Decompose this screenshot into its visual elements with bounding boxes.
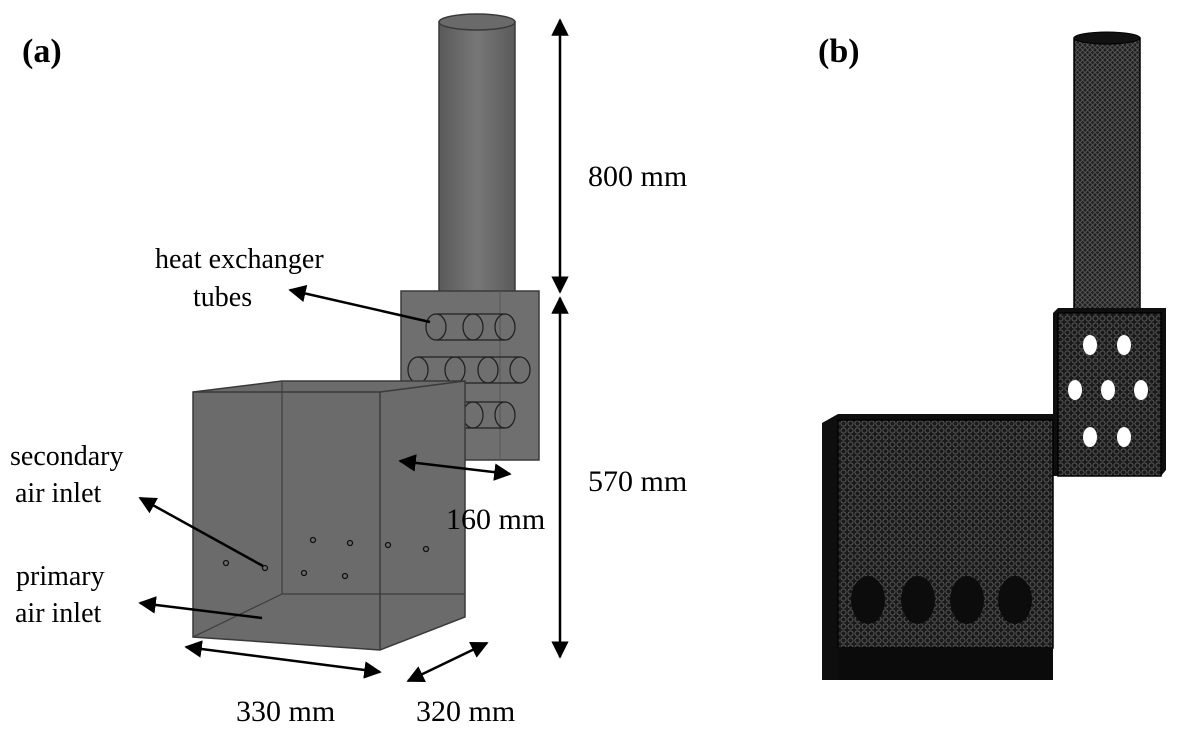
- heat-exchanger-arrow: [288, 284, 431, 324]
- air-inlet-holes: [222, 536, 430, 580]
- heat-exchanger-label-line2: tubes: [193, 282, 252, 313]
- hx-width-arrow: [398, 454, 512, 481]
- body-height-label: 570 mm: [588, 465, 687, 498]
- secondary-air-label-line1: secondary: [10, 441, 124, 472]
- chimney: [438, 13, 516, 293]
- secondary-air-label-line2: air inlet: [15, 478, 102, 509]
- dimension-arrows: [184, 18, 569, 683]
- primary-air-label-line1: primary: [16, 561, 105, 592]
- combustion-box: [192, 380, 466, 651]
- box-depth-arrow: [406, 641, 489, 683]
- panel-a-label: (a): [22, 33, 62, 70]
- box-width-arrow: [184, 640, 382, 679]
- leader-arrows: [138, 284, 431, 620]
- mesh-model: [822, 31, 1166, 680]
- hx-width-label: 160 mm: [446, 503, 545, 536]
- secondary-air-arrow: [138, 496, 264, 568]
- primary-air-arrow: [138, 596, 263, 620]
- panel-a: (a): [10, 13, 687, 728]
- box-depth-label: 320 mm: [416, 695, 515, 728]
- mesh-inlet-refinements: [851, 576, 1032, 624]
- chimney-height-label: 800 mm: [588, 160, 687, 193]
- panel-b: (b): [818, 31, 1166, 680]
- box-width-label: 330 mm: [236, 695, 335, 728]
- mesh-tube-holes: [1068, 335, 1148, 447]
- primary-air-label-line2: air inlet: [15, 598, 102, 629]
- panel-b-label: (b): [818, 33, 860, 70]
- heat-exchanger-label-line1: heat exchanger: [155, 244, 324, 275]
